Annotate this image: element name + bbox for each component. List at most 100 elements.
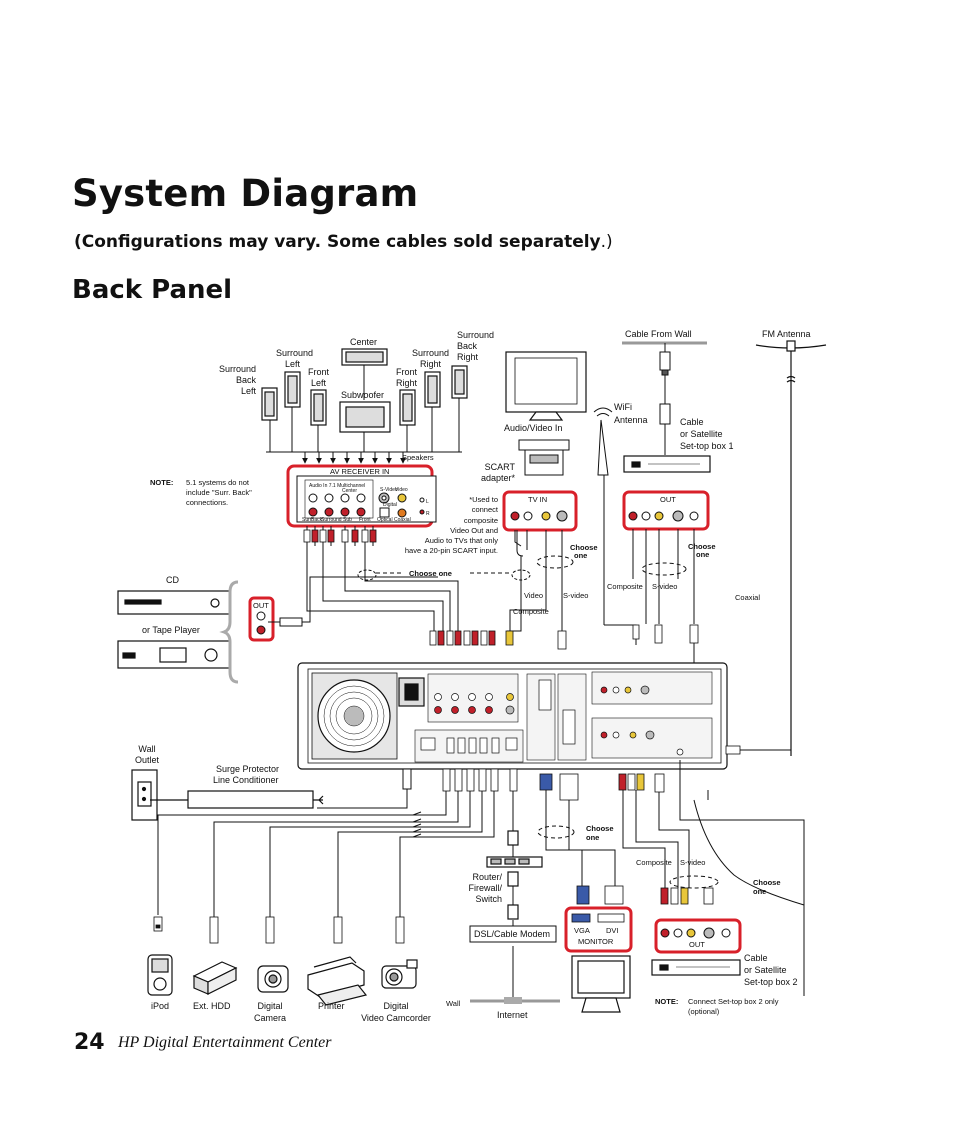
printer-icon [307, 956, 368, 1006]
ipod-label: iPod [151, 1001, 169, 1011]
av-svideo-label: S-Video [380, 487, 398, 493]
av-port-back: Back [311, 517, 323, 523]
av-jacks [308, 492, 425, 518]
pc-panel-jacks [420, 679, 684, 756]
label-subwoofer: Subwoofer [341, 390, 384, 400]
tape-label: or Tape Player [142, 625, 200, 635]
av-cable-plugs [303, 529, 377, 543]
usb-plugs-bottom [153, 916, 405, 944]
tv-composite-label: Composite [513, 607, 549, 616]
note-label-settop: NOTE: [655, 997, 678, 1006]
av-side-l: L [426, 499, 429, 505]
wifi-antenna-icon [593, 407, 613, 625]
av-port-sub: Sub [343, 517, 352, 523]
monitor-in-panel [564, 906, 633, 953]
label-speakers: Speakers [402, 453, 434, 462]
router-label: Router/Firewall/Switch [468, 872, 502, 904]
settop1-coaxial-label: Coaxial [735, 593, 760, 602]
settop1-plugs [632, 624, 699, 644]
subtitle-tail: .) [600, 232, 613, 252]
tv-icon [505, 351, 587, 421]
fm-antenna-icon [755, 340, 827, 756]
monitor-ports [571, 913, 625, 923]
tv-video-label: Video [524, 591, 543, 600]
tv-in-panel [502, 490, 578, 532]
av-digital-label: Digital [383, 502, 397, 508]
av-optical-label: Optical [377, 517, 393, 523]
ext-hdd-label: Ext. HDD [193, 1001, 231, 1011]
ipod-icon [147, 954, 173, 996]
wall-label: Wall [446, 999, 461, 1008]
settop1-out-label: OUT [660, 495, 676, 504]
monitor-dvi-label: DVI [606, 926, 619, 935]
monitor-vga-label: VGA [574, 926, 590, 935]
av-receiver-title: AV RECEIVER IN [330, 467, 389, 476]
sources-choose-one: Choose one [409, 569, 452, 578]
av-video-label: Video [395, 487, 408, 493]
av-coaxial-label: Coaxial [394, 517, 411, 523]
settop2-out-jacks [660, 927, 731, 939]
page-number: 24 [74, 1030, 105, 1055]
usb-plugs-top [442, 768, 518, 792]
camcorder-icon [381, 959, 418, 989]
fm-plug [725, 745, 741, 755]
tv-in-label: TV IN [528, 495, 547, 504]
settop2-composite-label: Composite [636, 858, 672, 867]
settop2-cable-plugs [618, 773, 714, 905]
av-port-surr: Surr [302, 517, 312, 523]
settop1-composite-label: Composite [607, 582, 643, 591]
printer-label: Printer [318, 1001, 345, 1011]
coax-cable-wall-icon [659, 343, 671, 455]
settop1-out-jacks [628, 510, 699, 522]
monitor-label: MONITOR [578, 937, 614, 946]
monitor-cable-plugs [539, 773, 624, 905]
settop-box-2-icon [651, 959, 741, 976]
note-settop-text: Connect Set-top box 2 only(optional) [688, 997, 779, 1016]
tv-svideo-label: S-video [563, 591, 588, 600]
fm-antenna-label: FM Antenna [762, 329, 811, 339]
internet-label: Internet [497, 1010, 528, 1020]
av-port-surround: Surround [321, 517, 342, 523]
tape-player-icon [117, 640, 231, 669]
tv-in-jacks [510, 510, 568, 522]
settop1-out-panel [622, 490, 710, 531]
av-inner-label: Audio In 7.1 Multichannel [309, 483, 365, 489]
cable-from-wall-label: Cable From Wall [625, 329, 692, 339]
page-subtitle: (Configurations may vary. Some cables so… [74, 232, 613, 252]
tv-audio-video-in: Audio/Video In [504, 423, 562, 433]
digital-camera-icon [257, 965, 289, 993]
settop2-out-panel [654, 918, 742, 954]
cd-label: CD [166, 575, 179, 585]
cd-out-panel [248, 596, 275, 642]
cd-player-icon [117, 590, 231, 615]
pc-power-plug [402, 768, 412, 790]
av-port-front: Front [359, 517, 371, 523]
settop2-svideo-label: S-video [680, 858, 705, 867]
modem-label: DSL/Cable Modem [474, 929, 550, 939]
pc-back-panel [297, 662, 728, 770]
section-title: Back Panel [72, 275, 233, 305]
settop1-svideo-label: S-video [652, 582, 677, 591]
label-center: Center [350, 337, 377, 347]
surge-protector-icon [150, 790, 324, 809]
cd-out-label: OUT [253, 601, 269, 610]
footer-title: HP Digital Entertainment Center [118, 1034, 332, 1051]
pc-audio-plugs [429, 630, 567, 650]
